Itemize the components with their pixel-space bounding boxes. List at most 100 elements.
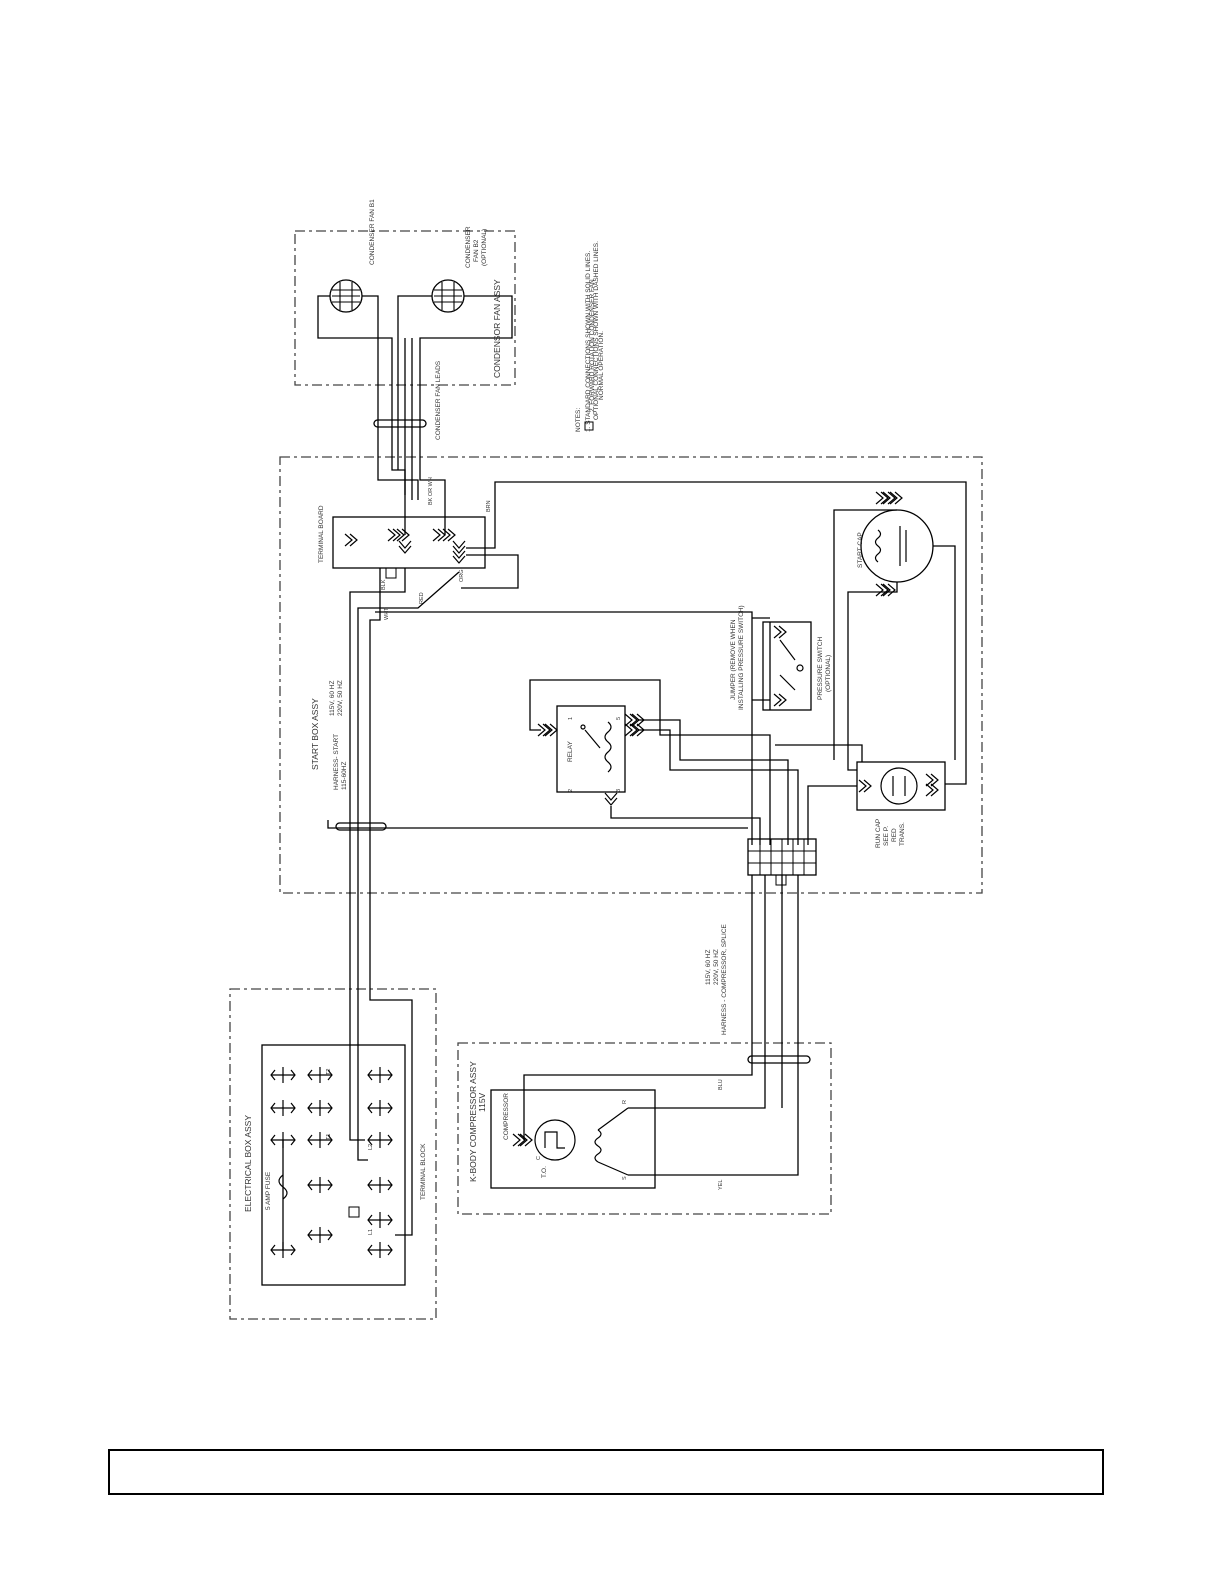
label-thermal-overload: T.O. [541, 1166, 548, 1178]
note-2-symbol [584, 421, 594, 431]
connectors [344, 491, 939, 1147]
label-start-cap: START CAP [857, 532, 864, 568]
label-harness-comp-a: 115V, 60 HZ [705, 950, 712, 985]
wire-label-wht: WHT [384, 607, 390, 620]
wire-fan2-loop [397, 295, 432, 470]
wire-label-2: 2 [568, 789, 574, 792]
label-note-1b: OPTIONAL CONNECTIONS SHOWN WITH DASHED L… [593, 241, 600, 420]
label-harness-comp-b: 220V, 50 HZ [713, 949, 720, 985]
label-pressure-switch-b: (OPTIONAL) [825, 655, 832, 692]
pressure-switch-internals [779, 639, 804, 691]
label-run-cap-a: RUN CAP [875, 819, 882, 848]
wire-label-t1: T1 [326, 1134, 332, 1140]
label-start-box-assy: START BOX ASSY [310, 698, 320, 770]
wire-label-bk-wh: BK OR WH [428, 477, 434, 505]
label-condenser-fan-assy: CONDENSOR FAN ASSY [492, 279, 502, 378]
wire-runcap-left [807, 785, 857, 845]
label-fan2-c: (OPTIONAL) [481, 229, 488, 266]
wire-tb-red [357, 571, 460, 1161]
compressor-box [490, 1089, 656, 1189]
label-jumper-a: JUMPER (REMOVE WHEN [730, 619, 737, 700]
wire-label-1: 1 [568, 717, 574, 720]
label-note-1: 1. STANDARD CONNECTIONS SHOWN WITH SOLID… [585, 251, 592, 432]
label-fan1: CONDENSER FAN B1 [369, 199, 376, 265]
fuse-symbol [278, 1174, 288, 1200]
label-jumper-b: INSTALLING PRESSURE SWITCH) [738, 605, 745, 710]
wire-label-yel: YEL [718, 1180, 724, 1190]
wire-tb-orange [466, 481, 967, 785]
wire-tb-right [461, 554, 519, 589]
label-fan-leads: CONDENSER FAN LEADS [435, 360, 442, 440]
wires [282, 295, 967, 1250]
eb-note-symbol [348, 1206, 360, 1218]
wire-label-5: 5 [616, 717, 622, 720]
wire-harness-comp2 [628, 875, 766, 1109]
relay-box [556, 705, 626, 793]
label-pressure-switch-a: PRESSURE SWITCH [817, 636, 824, 700]
wire-label-org: ORG [459, 569, 465, 582]
relay-internals [580, 721, 612, 773]
wire-harness-comp4 [628, 875, 799, 1176]
start-box-assy-box [279, 456, 983, 894]
electrical-box-inner [261, 1044, 406, 1286]
wire-label-s: S [622, 1176, 628, 1180]
wire-runcap-top [775, 744, 863, 762]
start-cap-internals [874, 526, 907, 566]
wire-label-c: C [536, 1156, 542, 1160]
wire-startcap-bottom [847, 582, 898, 771]
label-note-2b: NORMAL OPERATION. [598, 331, 605, 400]
wire-fan2-return [419, 295, 513, 535]
wire-label-l1: L1 [368, 1229, 374, 1235]
run-cap-internals [880, 767, 918, 805]
wire-label-r: R [622, 1100, 628, 1104]
cable-bundles [335, 419, 811, 1064]
wire-harness-start [327, 820, 748, 829]
tb-note-symbol [385, 567, 397, 579]
fan-symbols [332, 282, 462, 310]
component-outlines [261, 279, 946, 1286]
wire-relay-side1 [638, 719, 789, 845]
wire-relay-bottom [610, 806, 761, 845]
label-notes-header: NOTES: [575, 408, 582, 432]
label-fan2-a: CONDENSER [465, 226, 472, 268]
wire-relay-top [529, 679, 771, 845]
wire-harness-comp1 [523, 875, 753, 1140]
wire-pressure-switch [752, 617, 770, 701]
wire-label-3: 3 [616, 789, 622, 792]
wire-label-l2: L2 [368, 1144, 374, 1150]
pressure-switch-box [762, 621, 812, 711]
wire-label-t2: T2 [326, 1069, 332, 1075]
wire-label-blu: BLU [718, 1079, 724, 1090]
compressor-assy-box [457, 1042, 832, 1215]
wire-tb-wht [369, 568, 413, 1236]
terminal-board [332, 516, 486, 569]
compressor-internals [534, 1107, 629, 1176]
label-terminal-board: TERMINAL BOARD [318, 505, 325, 563]
footer-box [108, 1449, 1104, 1495]
label-terminal-block: TERMINAL BLOCK [420, 1143, 427, 1200]
wire-relay-side2 [638, 729, 799, 845]
label-fuse: 5 AMP FUSE [265, 1171, 272, 1210]
label-run-cap-c: RED [891, 828, 898, 842]
label-relay: RELAY [567, 741, 574, 762]
label-compressor-assy: K-BODY COMPRESSOR ASSY [468, 1061, 478, 1182]
label-note-2: 2. FORWARD ROTATION CONDENSER FAN [589, 279, 596, 412]
label-fan2-b: FAN B2 [473, 239, 480, 262]
wire-fan1-loop [317, 295, 406, 535]
label-run-cap-b: SEE P. [883, 826, 890, 846]
label-electrical-box-assy: ELECTRICAL BOX ASSY [243, 1115, 253, 1212]
wire-tb-blk [349, 568, 406, 1141]
label-run-cap-d: TRANS. [899, 822, 906, 846]
label-start-box-rating-b: 220V, 50 HZ [337, 680, 344, 716]
label-compressor: COMPRESSOR [503, 1093, 510, 1140]
electrical-box-assy-box [229, 988, 437, 1320]
labels: CONDENSOR FAN ASSY CONDENSER FAN B1 COND… [243, 199, 906, 1235]
wire-fan1-return [362, 295, 419, 500]
label-harness-start-a: HARNESS- START [333, 734, 340, 790]
label-compressor-voltage: 115V [477, 1092, 487, 1112]
wire-fan-leads [404, 338, 413, 500]
harness-pins [748, 839, 816, 886]
wire-label-brn: BRN [486, 500, 492, 512]
wire-startcap-right [933, 545, 956, 760]
